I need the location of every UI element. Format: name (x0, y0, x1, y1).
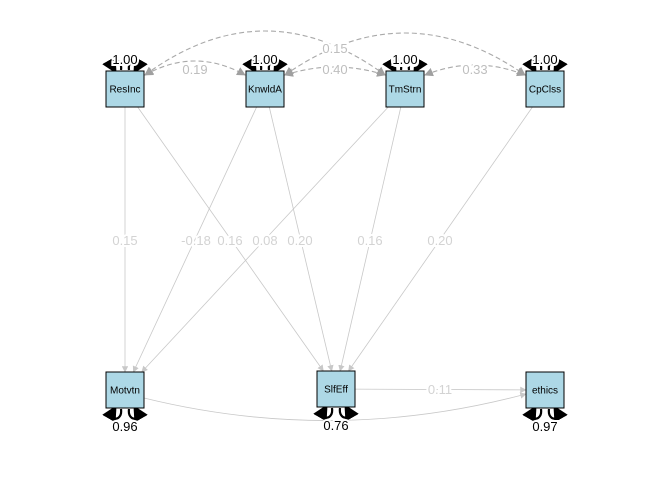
variance-arrow-ethics-end (547, 405, 568, 423)
variance-arrow-knwlda (242, 56, 263, 74)
covariance-label-tmstrn-cpclss: 0.33 (462, 62, 487, 77)
variance-label-slfeff: 0.76 (323, 418, 348, 433)
variance-arrow-ethics (522, 405, 543, 423)
variance-arrow-slfeff (313, 404, 334, 422)
path-label-resinc-motvtn: 0.15 (112, 233, 137, 248)
path-label-knwlda-motvtn: -0.18 (181, 233, 211, 248)
path-label-slfeff-ethics: 0.11 (428, 382, 452, 397)
node-label-resinc: ResInc (109, 85, 140, 96)
variance-label-ethics: 0.97 (532, 419, 557, 434)
variance-arrow-tmstrn (382, 56, 403, 74)
variance-arrow-motvtn-end (127, 405, 148, 423)
node-label-tmstrn: TmStrn (389, 85, 422, 96)
variance-label-cpclss: 1.00 (532, 52, 557, 67)
path-resinc-to-slfeff (137, 106, 324, 372)
node-resinc[interactable]: ResInc (105, 70, 145, 108)
node-ethics[interactable]: ethics (525, 371, 565, 409)
path-label-knwlda-slfeff: 0.20 (287, 233, 312, 248)
path-cpclss-to-slfeff (348, 106, 533, 372)
path-label-tmstrn-motvtn: 0.08 (252, 233, 277, 248)
path-label-resinc-slfeff: 0.16 (217, 233, 242, 248)
variance-label-knwlda: 1.00 (252, 52, 277, 67)
path-tmstrn-to-motvtn (141, 106, 389, 373)
regression-path-layer (121, 106, 533, 421)
path-tmstrn-to-slfeff (338, 106, 402, 372)
covariance-resinc-tmstrn (144, 30, 386, 76)
path-slfeff-to-ethics (354, 386, 527, 394)
variance-arrow-resinc-end (127, 56, 148, 74)
path-knwlda-to-motvtn (132, 106, 257, 373)
node-slfeff[interactable]: SlfEff (316, 370, 356, 408)
variance-arrow-slfeff-end (338, 404, 359, 422)
covariance-knwlda-cpclss (284, 32, 526, 76)
node-label-ethics: ethics (532, 386, 558, 397)
covariance-label-knwlda-cpclss: 0.15 (322, 41, 347, 56)
node-box-tmstrn (385, 70, 425, 108)
node-box-ethics (525, 371, 565, 409)
variance-layer (102, 56, 568, 423)
variance-arrow-cpclss-end (547, 56, 568, 74)
node-label-cpclss: CpClss (529, 85, 561, 96)
node-label-knwlda: KnwldA (248, 85, 282, 96)
variance-label-motvtn: 0.96 (112, 419, 137, 434)
node-cpclss[interactable]: CpClss (525, 70, 565, 108)
variance-arrow-cpclss (522, 56, 543, 74)
node-box-cpclss (525, 70, 565, 108)
path-knwlda-to-slfeff (268, 106, 334, 372)
covariance-label-knwlda-tmstrn: 0.40 (322, 62, 347, 77)
variance-arrow-tmstrn-end (407, 56, 428, 74)
variance-label-tmstrn: 1.00 (392, 52, 417, 67)
node-box-motvtn (105, 371, 145, 409)
node-motvtn[interactable]: Motvtn (105, 371, 145, 409)
covariance-label-resinc-tmstrn: 0.36 (392, 53, 417, 68)
covariance-label-resinc-knwlda: 0.19 (182, 62, 207, 77)
node-box-resinc (105, 70, 145, 108)
node-box-knwlda (245, 70, 285, 108)
node-label-motvtn: Motvtn (110, 386, 140, 397)
covariance-layer (144, 30, 526, 77)
node-knwlda[interactable]: KnwldA (245, 70, 285, 108)
variance-arrow-resinc (102, 56, 123, 74)
node-label-slfeff: SlfEff (324, 385, 348, 396)
node-tmstrn[interactable]: TmStrn (385, 70, 425, 108)
variance-arrow-knwlda-end (267, 56, 288, 74)
path-motvtn-to-ethics (143, 392, 527, 421)
variance-arrow-motvtn (102, 405, 123, 423)
path-label-tmstrn-slfeff: 0.16 (357, 233, 382, 248)
variance-label-resinc: 1.00 (112, 52, 137, 67)
node-box-slfeff (316, 370, 356, 408)
edge-label-layer: 0.15 0.16 -0.18 0.20 0.08 0.16 0.20 0.11 0.19 0.4… (110, 39, 559, 436)
path-label-cpclss-slfeff: 0.20 (427, 233, 452, 248)
